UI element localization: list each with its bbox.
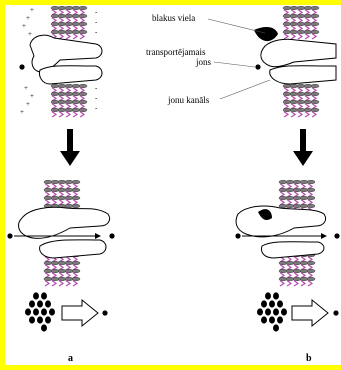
- svg-text:-: -: [95, 28, 98, 36]
- label-ion-channel: jonu kanāls: [167, 95, 210, 105]
- svg-text:-: -: [95, 8, 98, 16]
- channel-gate-top-b2: [236, 206, 326, 237]
- down-arrow-a: [60, 129, 80, 166]
- hollow-arrow-b: [292, 300, 328, 326]
- panel-label-a: a: [68, 353, 73, 364]
- ion-cluster-b: [257, 292, 287, 331]
- svg-text:+: +: [26, 14, 30, 22]
- channel-gate-bottom-a: [39, 66, 102, 84]
- ion-cluster-a: [25, 292, 55, 331]
- label-transported-ion-1: transportējamais: [146, 47, 206, 57]
- charge-marks-right: - - - - - -: [95, 8, 98, 112]
- svg-text:-: -: [95, 94, 98, 102]
- channel-gate-top-a2: [19, 207, 110, 238]
- ion-dot-b-right: [334, 233, 339, 238]
- svg-text:+: +: [20, 108, 24, 116]
- membrane-a-top: +++ +++ ++ --- ---: [19, 6, 102, 117]
- svg-text:+: +: [30, 6, 34, 14]
- ion-dot-b-out: [333, 310, 338, 315]
- labels: blakus viela transportējamais jons jonu …: [146, 13, 270, 105]
- svg-text:+: +: [26, 100, 30, 108]
- ion-dot-a-left: [7, 233, 12, 238]
- membrane-b-top: [254, 6, 336, 117]
- label-transported-ion-2: jons: [195, 57, 212, 67]
- svg-text:-: -: [95, 104, 98, 112]
- svg-text:+: +: [24, 84, 28, 92]
- svg-text:-: -: [95, 18, 98, 26]
- ion-dot-b-left: [235, 233, 240, 238]
- leader-ion-channel: [220, 80, 270, 99]
- channel-gate-bottom-b: [270, 66, 336, 84]
- svg-text:+: +: [30, 92, 34, 100]
- panel-label-b: b: [306, 353, 312, 364]
- svg-text:-: -: [95, 84, 98, 92]
- hollow-arrow-a: [62, 300, 98, 326]
- ion-dot-b-top: [255, 64, 260, 69]
- ion-dot-a-right: [109, 233, 114, 238]
- ion-dot-a-out: [102, 310, 107, 315]
- channel-gate-top-b: [261, 39, 336, 67]
- side-substance-blob-b: [254, 27, 278, 41]
- membrane-a-bottom: [7, 180, 114, 286]
- down-arrow-b: [293, 129, 313, 166]
- membrane-b-bottom: [235, 180, 339, 286]
- channel-gate-bottom-a2: [40, 240, 106, 258]
- label-side-substance: blakus viela: [152, 13, 195, 23]
- leader-transported-ion: [214, 62, 255, 67]
- ion-dot-a-top: [19, 64, 24, 69]
- svg-text:+: +: [28, 30, 32, 38]
- svg-text:+: +: [22, 22, 26, 30]
- leader-side-substance: [208, 19, 265, 33]
